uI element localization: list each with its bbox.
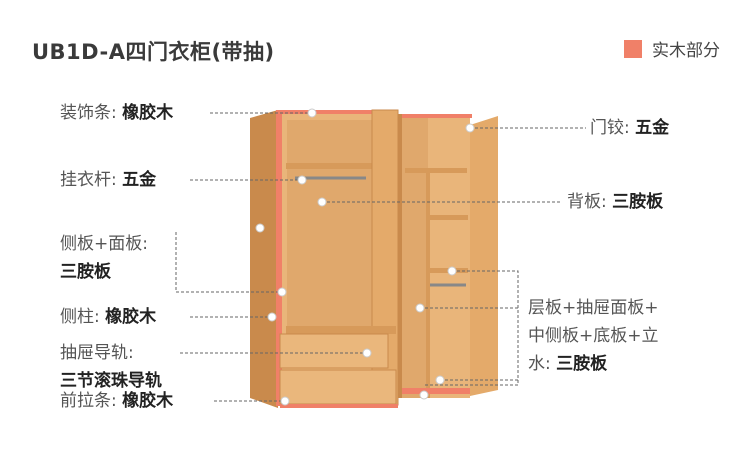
front-strip — [280, 404, 398, 408]
top-shelf-left — [286, 163, 388, 169]
label-back: 背板: 三胺板 — [567, 192, 664, 212]
page-title: UB1D-A四门衣柜(带抽) — [32, 40, 275, 64]
top-trim — [278, 110, 398, 114]
legend-label: 实木部分 — [652, 41, 720, 61]
label-hinge: 门铰: 五金 — [590, 118, 670, 138]
label-side-panel: 侧板+面板: 三胺板 — [60, 234, 148, 282]
label-rail: 抽屉导轨: 三节滚珠导轨 — [60, 343, 162, 391]
label-trim: 装饰条: 橡胶木 — [60, 103, 174, 123]
side-post — [276, 110, 282, 406]
drawer-upper — [279, 333, 389, 369]
drawer-lower — [279, 369, 397, 405]
label-front: 前拉条: 橡胶木 — [60, 391, 174, 411]
legend-swatch — [624, 39, 642, 58]
right-door — [470, 116, 498, 396]
label-post: 侧柱: 橡胶木 — [60, 307, 157, 327]
left-side-panel — [250, 110, 278, 408]
legend: 实木部分 — [624, 36, 720, 61]
label-rod: 挂衣杆: 五金 — [60, 170, 157, 190]
label-shelf: 层板+抽屉面板+ 中侧板+底板+立 水: 三胺板 — [528, 298, 659, 374]
